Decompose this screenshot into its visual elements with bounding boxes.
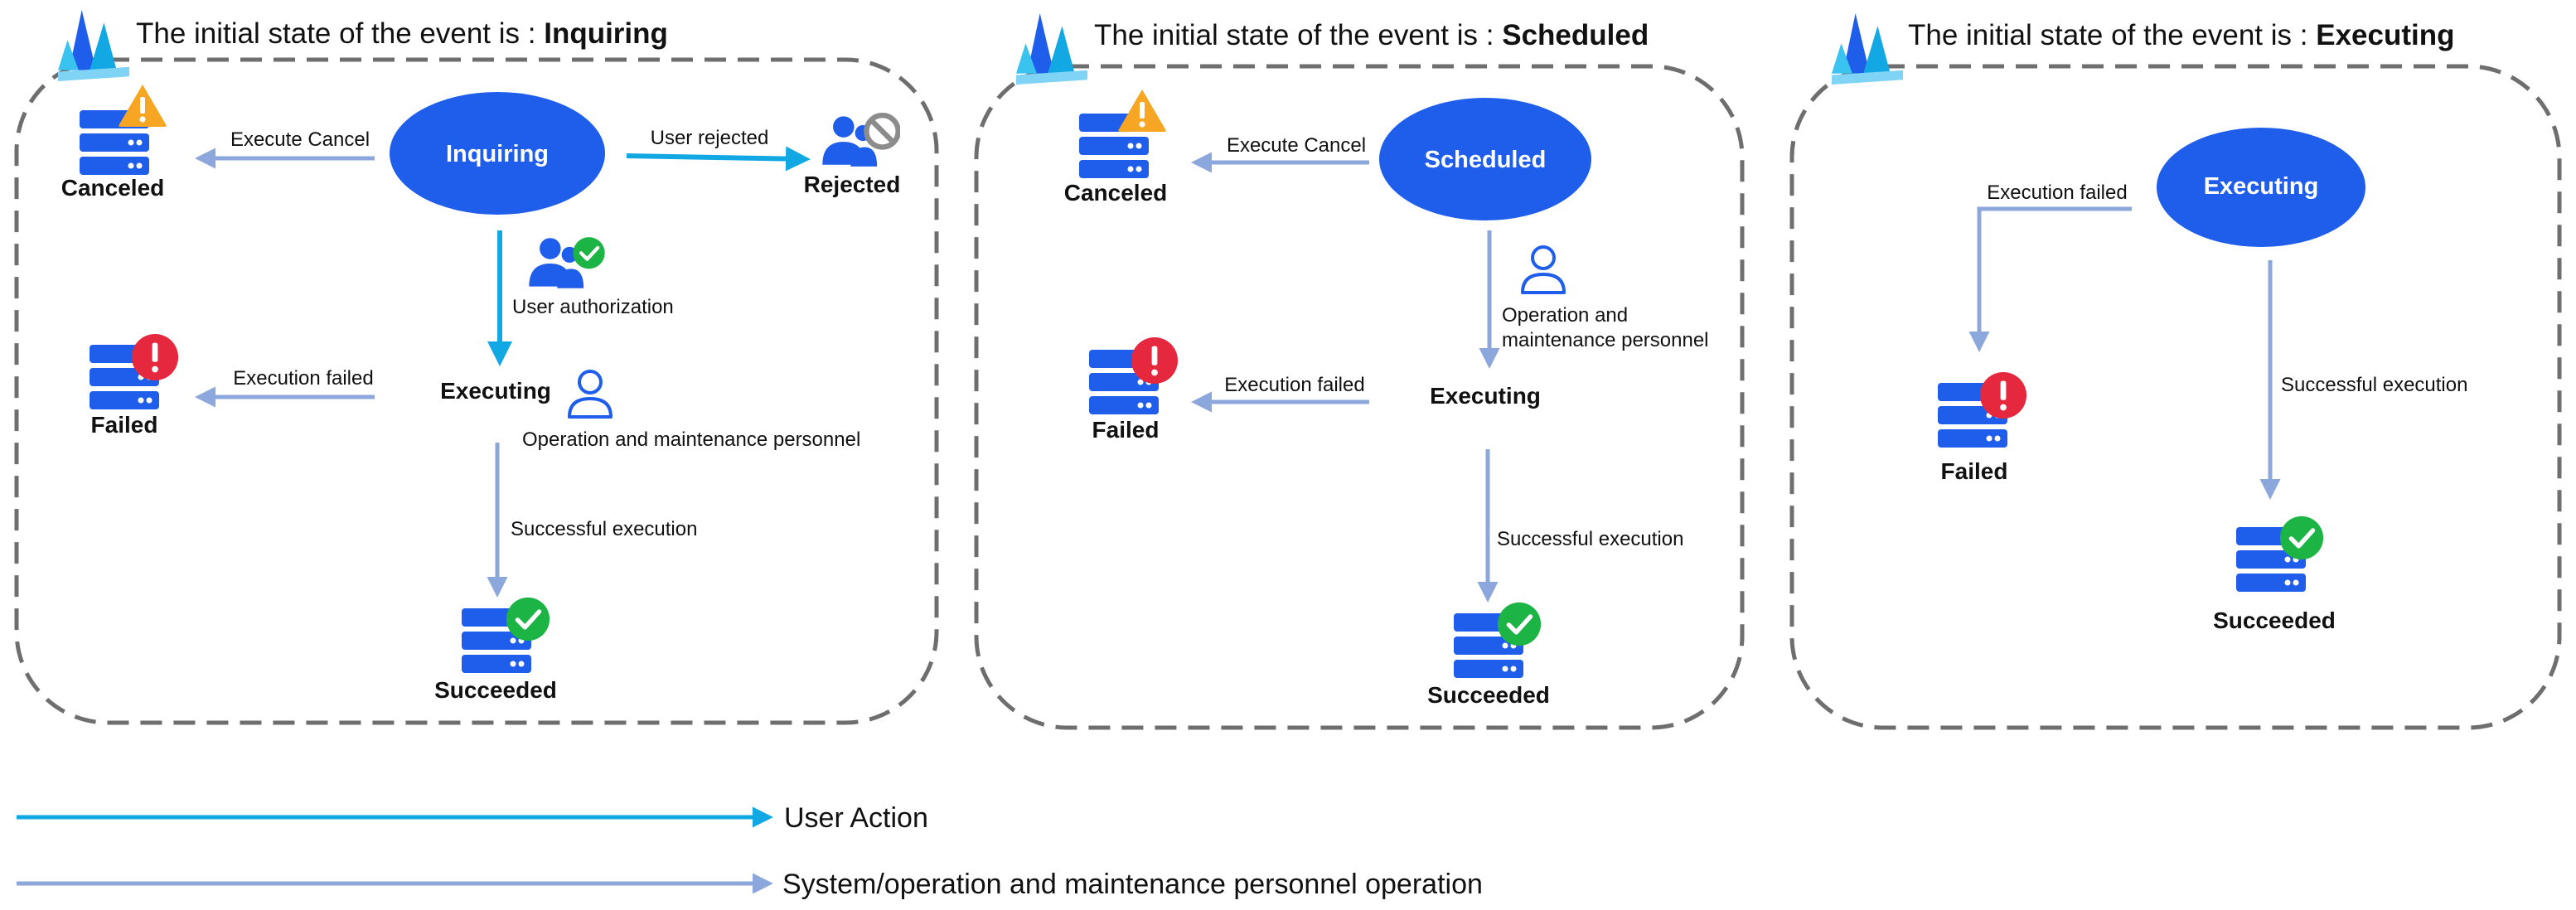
failed-label: Failed <box>1941 458 2008 484</box>
person-icon <box>1523 247 1564 293</box>
panel-border <box>14 57 939 725</box>
execute-cancel-label: Execute Cancel <box>1227 134 1366 157</box>
om-personnel-label: Operation and maintenance personnel <box>522 428 860 451</box>
panel-scheduled: The initial state of the event is : Sche… <box>974 13 1745 730</box>
canceled-node: Canceled <box>1064 90 1168 206</box>
person-icon <box>569 371 611 417</box>
warning-icon <box>119 85 167 127</box>
executing-label: Executing <box>440 378 551 404</box>
legend-user-action-label: User Action <box>784 802 928 834</box>
users-check-icon <box>529 237 604 288</box>
succeeded-node: Succeeded <box>1427 603 1550 708</box>
legend: User Action System/operation and mainten… <box>17 802 1483 900</box>
failed-label: Failed <box>1092 417 1160 443</box>
panel-title: The initial state of the event is : Inqu… <box>136 17 668 50</box>
panel-title: The initial state of the event is : Sche… <box>1094 19 1649 51</box>
execution-failed-arrow <box>1968 206 2132 352</box>
error-icon <box>131 333 179 381</box>
start-state-node <box>390 92 605 215</box>
execution-failed-label: Execution failed <box>233 367 373 390</box>
successful-execution-label: Successful execution <box>2281 374 2467 396</box>
panel-inquiring: The initial state of the event is : Inqu… <box>14 10 939 725</box>
warning-icon <box>1118 90 1166 132</box>
failed-label: Failed <box>91 412 158 438</box>
users-ban-icon <box>822 115 898 167</box>
succeeded-node: Succeeded <box>2213 516 2336 633</box>
user-rejected-label: User rejected <box>651 127 769 149</box>
execute-cancel-label: Execute Cancel <box>230 128 370 151</box>
rejected-node: Rejected <box>804 115 901 197</box>
succeeded-label: Succeeded <box>434 677 557 703</box>
error-icon <box>1979 371 2027 419</box>
succeeded-label: Succeeded <box>2213 607 2336 633</box>
om-personnel-label-line1: Operation and <box>1502 304 1628 327</box>
user-authorization-label: User authorization <box>512 296 674 318</box>
panel-border <box>974 64 1745 730</box>
execution-failed-label: Execution failed <box>1987 182 2127 204</box>
succeeded-label: Succeeded <box>1427 682 1550 708</box>
start-state-node <box>2157 128 2365 247</box>
canceled-node: Canceled <box>61 85 167 201</box>
failed-node: Failed <box>1089 336 1179 443</box>
start-state-label: Executing <box>2204 173 2319 200</box>
legend-system-action-label: System/operation and maintenance personn… <box>782 869 1483 900</box>
start-state-label: Scheduled <box>1425 147 1547 173</box>
panel-border <box>1789 64 2562 730</box>
canceled-label: Canceled <box>1064 180 1168 206</box>
panel-title: The initial state of the event is : Exec… <box>1908 19 2454 51</box>
succeeded-node: Succeeded <box>434 598 557 703</box>
failed-node: Failed <box>1938 371 2027 484</box>
failed-node: Failed <box>90 333 179 438</box>
om-personnel-label-line2: maintenance personnel <box>1502 329 1709 351</box>
canceled-label: Canceled <box>61 175 165 201</box>
successful-execution-label: Successful execution <box>511 518 697 540</box>
rejected-label: Rejected <box>804 172 901 197</box>
successful-execution-label: Successful execution <box>1497 528 1683 550</box>
start-state-label: Inquiring <box>446 141 549 167</box>
success-icon <box>2280 516 2323 559</box>
start-state-node <box>1379 98 1591 220</box>
success-icon <box>506 598 550 641</box>
success-icon <box>1498 603 1541 646</box>
panel-executing: The initial state of the event is : Exec… <box>1789 13 2562 730</box>
user-rejected-arrow <box>626 146 811 172</box>
execution-failed-label: Execution failed <box>1224 374 1364 396</box>
executing-label: Executing <box>1430 383 1541 409</box>
error-icon <box>1131 336 1179 385</box>
